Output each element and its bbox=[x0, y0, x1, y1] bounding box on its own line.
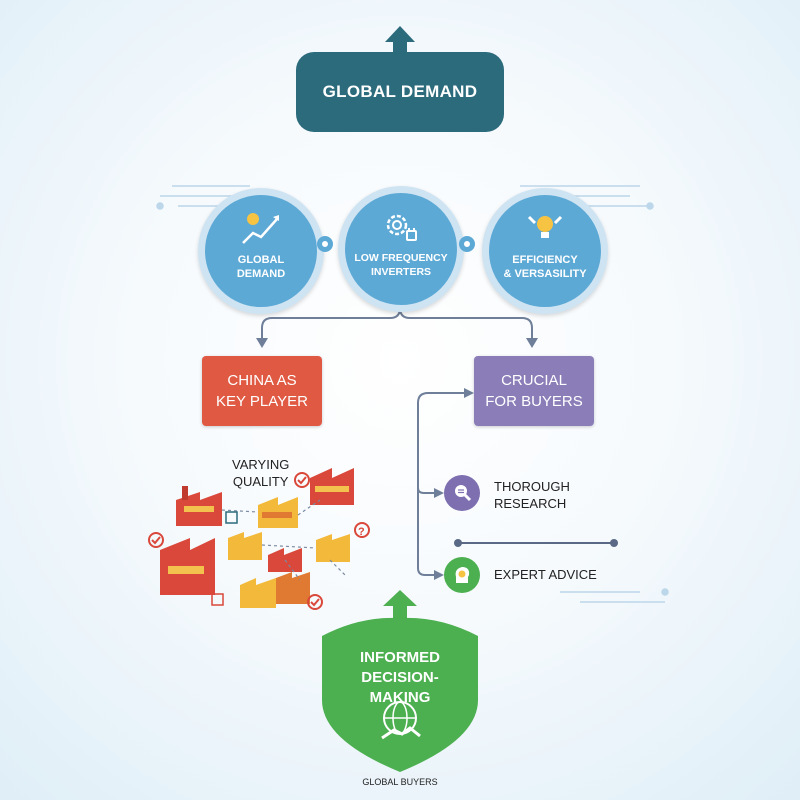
china-key-player-label: CHINA AS KEY PLAYER bbox=[216, 372, 308, 410]
shield-shape bbox=[322, 590, 478, 772]
arrow-to-china bbox=[256, 338, 268, 348]
global-demand-title: GLOBAL DEMAND bbox=[322, 82, 478, 101]
informed-decision-making-title: INFORMED DECISION-MAKING bbox=[360, 649, 440, 706]
globe-handshake-icon bbox=[372, 694, 428, 750]
circle-connector bbox=[317, 236, 333, 252]
arrow-to-crucial bbox=[526, 338, 538, 348]
head-lightbulb-icon bbox=[444, 557, 480, 593]
bulb-tools-icon bbox=[523, 209, 567, 253]
factory-cluster-illustration: ? bbox=[148, 468, 370, 610]
expert-advice-label: EXPERT ADVICE bbox=[494, 567, 597, 582]
circle-label: EFFICIENCY & VERSASILITY bbox=[503, 254, 587, 280]
crucial-for-buyers-label: CRUCIAL FOR BUYERS bbox=[485, 372, 583, 410]
global-buyers-label: GLOBAL BUYERS bbox=[362, 777, 438, 787]
thorough-research-label: THOROUGH RESEARCH bbox=[494, 479, 570, 511]
crucial-for-buyers-box: CRUCIAL FOR BUYERS bbox=[474, 356, 594, 426]
global-demand-box: GLOBAL DEMAND bbox=[296, 52, 504, 132]
circle-connector bbox=[459, 236, 475, 252]
separator-line bbox=[454, 539, 618, 547]
circle-label: LOW FREQUENCY INVERTERS bbox=[354, 252, 448, 278]
circle-low-frequency-inverters: LOW FREQUENCY INVERTERS bbox=[338, 186, 464, 312]
china-key-player-box: CHINA AS KEY PLAYER bbox=[202, 356, 322, 426]
circle-global-demand: GLOBAL DEMAND bbox=[198, 188, 324, 314]
gear-plug-icon bbox=[379, 207, 423, 251]
growth-chart-icon bbox=[239, 209, 283, 253]
split-connector bbox=[261, 307, 533, 340]
crucial-flow bbox=[417, 392, 466, 576]
circle-efficiency-versatility: EFFICIENCY & VERSASILITY bbox=[482, 188, 608, 314]
svg-text:?: ? bbox=[358, 526, 365, 538]
top-arrow-icon bbox=[385, 26, 415, 54]
varying-quality-label: VARYING QUALITY bbox=[232, 457, 290, 489]
decor-lines-bottom-right bbox=[560, 588, 669, 603]
circle-label: GLOBAL DEMAND bbox=[236, 254, 286, 280]
magnifier-document-icon bbox=[444, 475, 480, 511]
